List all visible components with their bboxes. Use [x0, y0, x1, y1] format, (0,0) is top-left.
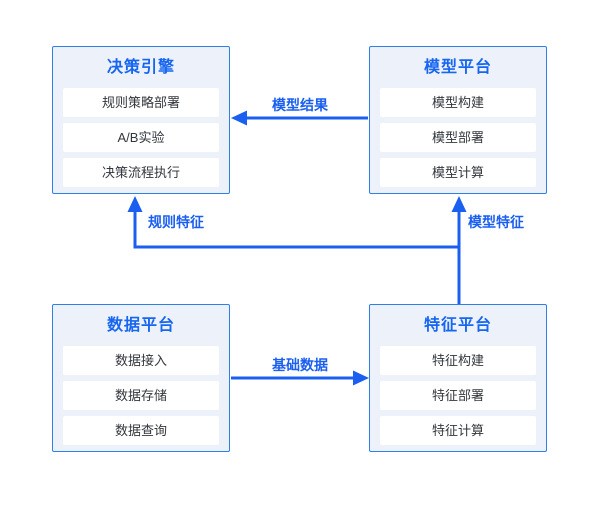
node-model-platform: 模型平台 模型构建 模型部署 模型计算	[369, 46, 547, 194]
arrow-model-features	[451, 196, 467, 304]
node-data-platform: 数据平台 数据接入 数据存储 数据查询	[52, 304, 230, 452]
node-item: A/B实验	[63, 123, 219, 152]
node-decision-engine: 决策引擎 规则策略部署 A/B实验 决策流程执行	[52, 46, 230, 194]
node-item: 规则策略部署	[63, 88, 219, 117]
node-item: 数据接入	[63, 346, 219, 375]
node-item: 数据查询	[63, 416, 219, 445]
node-item: 决策流程执行	[63, 158, 219, 187]
edge-label-model-features: 模型特征	[468, 214, 524, 230]
node-title-model-platform: 模型平台	[423, 59, 492, 76]
node-title-data-platform: 数据平台	[106, 317, 175, 334]
edge-label-rule-features: 规则特征	[148, 214, 204, 230]
node-item: 特征部署	[380, 381, 536, 410]
node-item: 模型部署	[380, 123, 536, 152]
node-item: 数据存储	[63, 381, 219, 410]
edge-label-basic-data: 基础数据	[272, 357, 328, 373]
node-title-decision-engine: 决策引擎	[106, 59, 175, 76]
node-item: 模型构建	[380, 88, 536, 117]
node-item: 特征计算	[380, 416, 536, 445]
node-item: 特征构建	[380, 346, 536, 375]
node-feature-platform: 特征平台 特征构建 特征部署 特征计算	[369, 304, 547, 452]
edge-label-model-results: 模型结果	[272, 97, 328, 113]
node-title-feature-platform: 特征平台	[423, 317, 492, 334]
node-item: 模型计算	[380, 158, 536, 187]
